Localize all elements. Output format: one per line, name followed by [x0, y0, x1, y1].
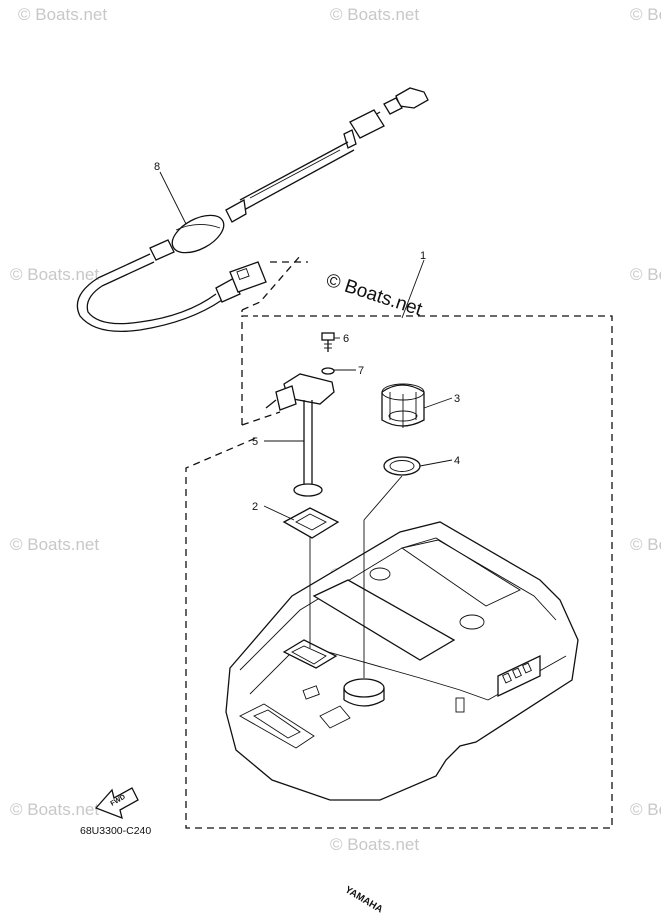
watermark-text: © Boats.net: [18, 5, 107, 24]
watermark-text: © Boats.net: [630, 5, 661, 24]
watermark-text: © Boats.net: [630, 265, 661, 284]
fuel-hose-assembly: [76, 87, 429, 333]
brand-mark: YAMAHA: [343, 884, 385, 913]
washer-part: [321, 367, 335, 375]
diagram-code: 68U3300-C240: [80, 825, 151, 837]
watermark-text: © Boats.net: [10, 800, 99, 819]
callout-5: 5: [252, 436, 258, 448]
callout-numbers: 1 2 3 4 5 6 7 8: [154, 161, 460, 513]
watermark-main: © Boats.net: [323, 270, 425, 321]
watermark-text: © Boats.net: [330, 5, 419, 24]
callout-4: 4: [454, 455, 460, 467]
watermark-text: © Boats.net: [10, 535, 99, 554]
callout-3: 3: [454, 393, 460, 405]
callout-leaders: [159, 171, 453, 678]
callout-6: 6: [343, 333, 349, 345]
watermark-text: © Boats.net: [630, 800, 661, 819]
fuel-meter-part: [265, 373, 335, 497]
fuel-cap-part: [381, 383, 425, 428]
callout-1: 1: [420, 250, 426, 262]
fwd-arrow-icon: FWD: [94, 787, 139, 820]
gasket-part: [282, 507, 340, 539]
screw-part: [321, 332, 335, 352]
watermark-text: © Boats.net: [630, 535, 661, 554]
fuel-tank: YAMAHA: [225, 521, 579, 913]
callout-2: 2: [252, 501, 258, 513]
watermark-text: © Boats.net: [330, 835, 419, 854]
callout-8: 8: [154, 161, 160, 173]
seal-ring-part: [383, 456, 421, 476]
callout-7: 7: [358, 365, 364, 377]
assembly-boundary: [185, 255, 613, 829]
watermark-text: © Boats.net: [10, 265, 99, 284]
